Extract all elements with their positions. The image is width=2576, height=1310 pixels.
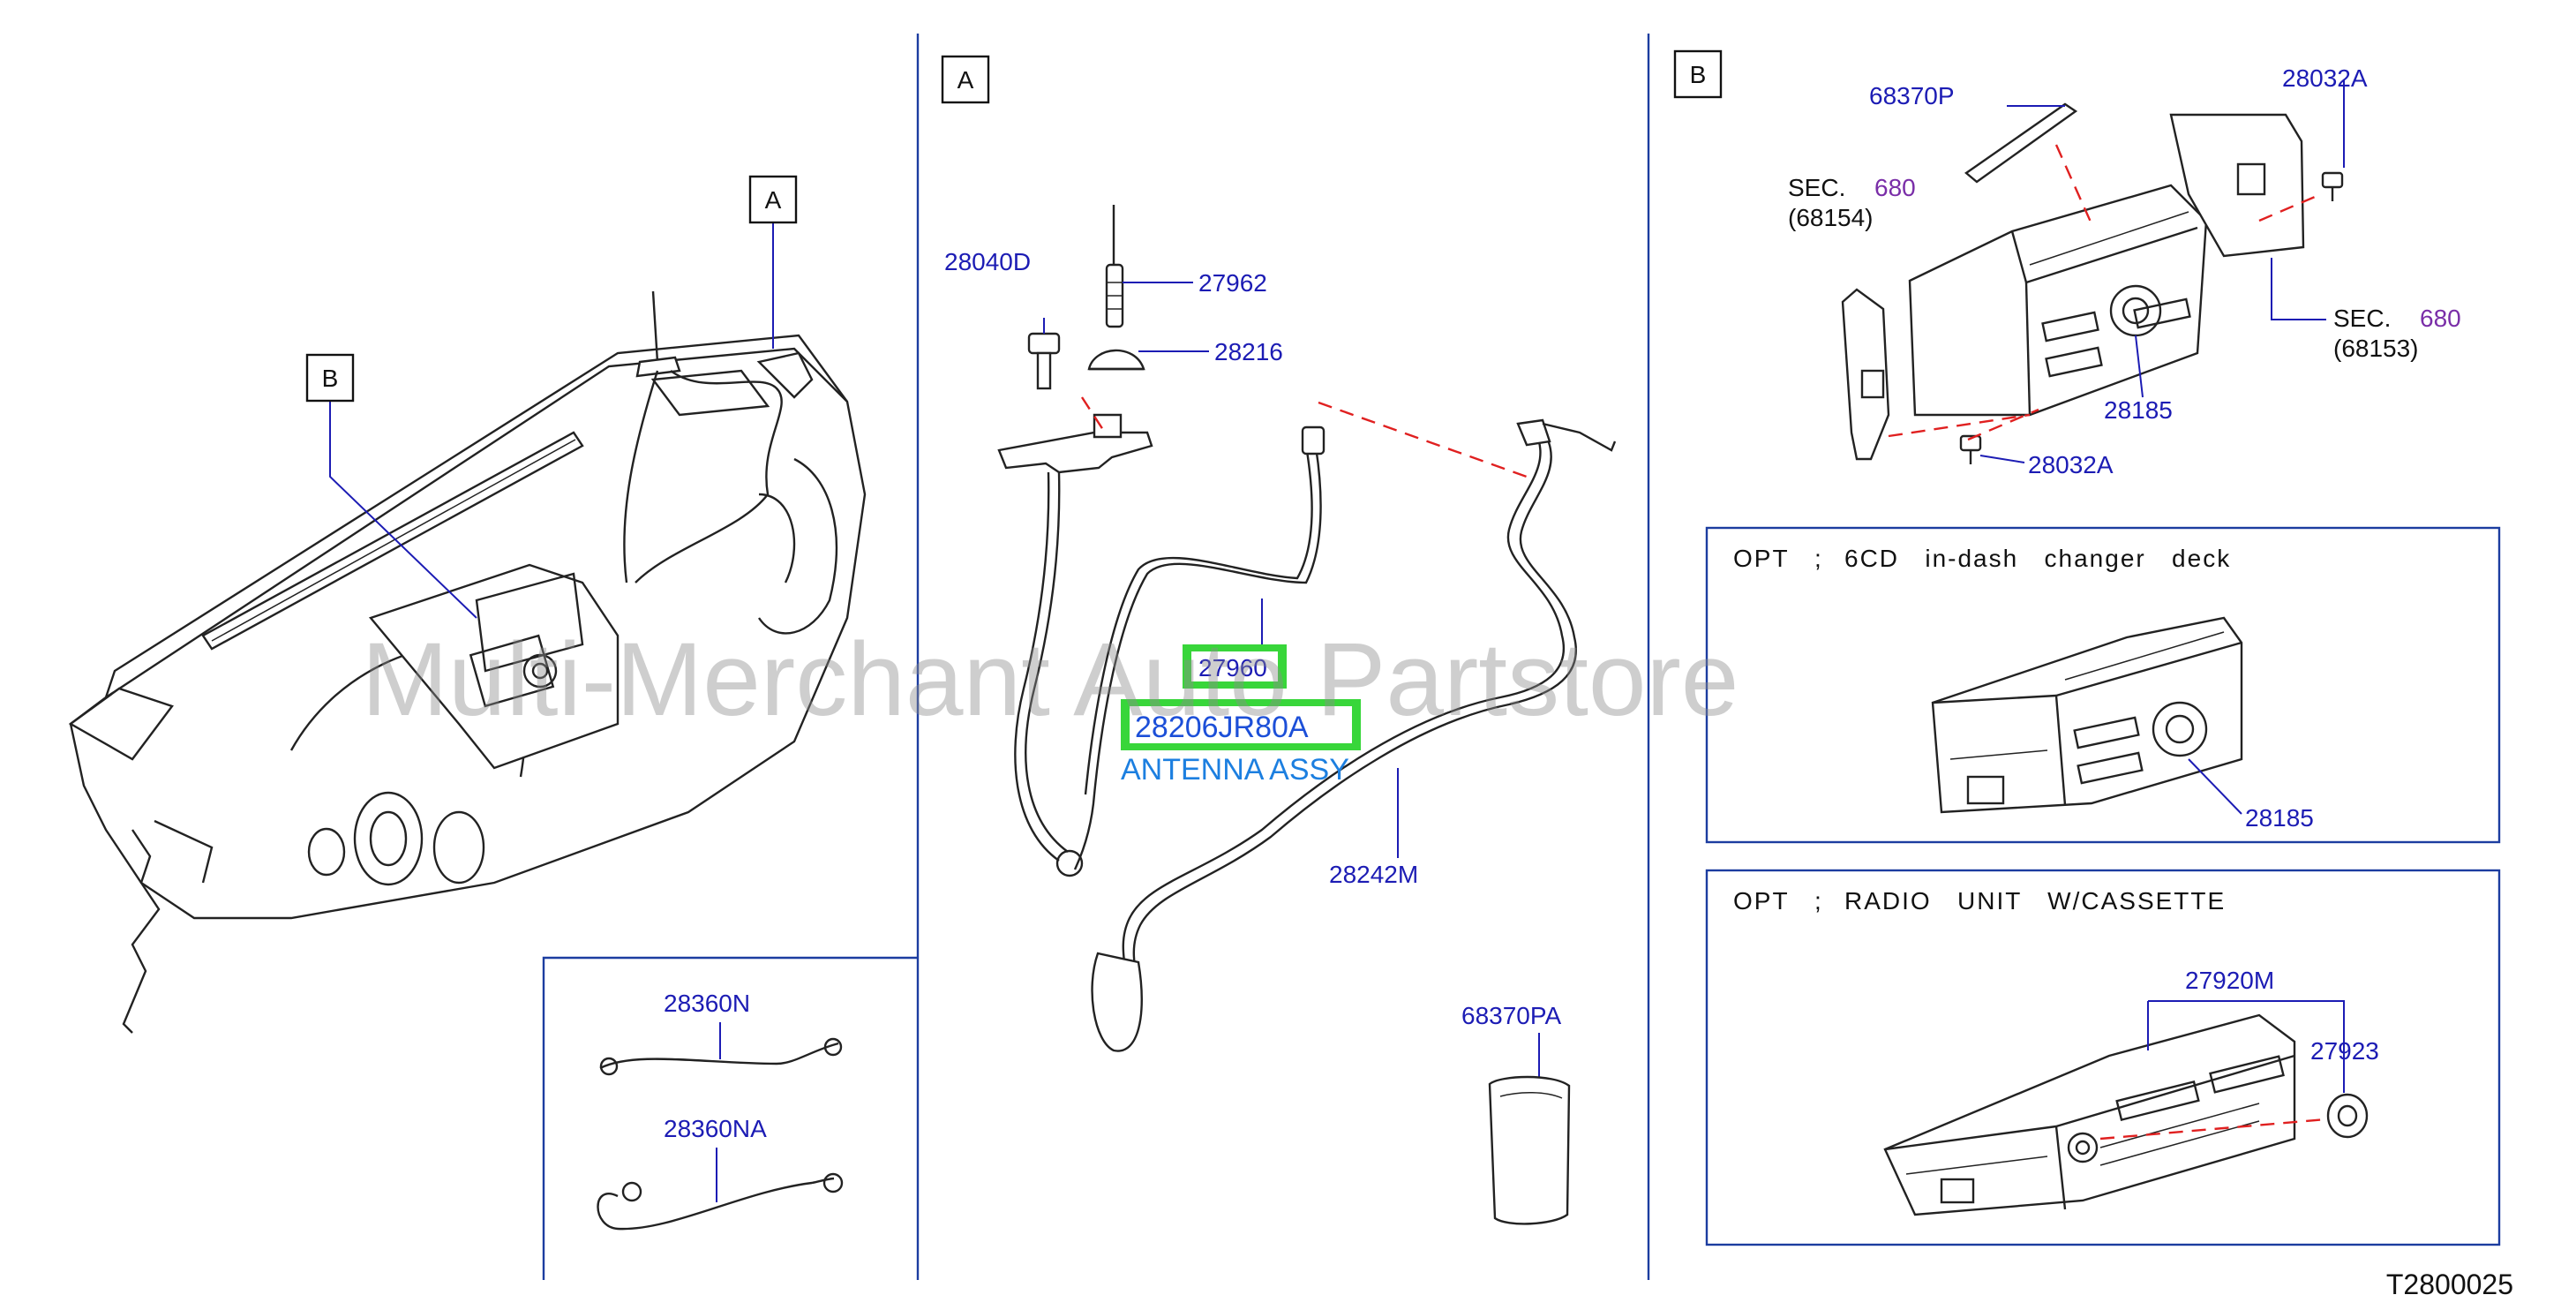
- callout-27960-highlight: 27960: [1183, 644, 1287, 689]
- opt-radio-text: RADIO UNIT W/CASSETTE: [1844, 887, 2226, 915]
- callout-68370P: 68370P: [1869, 82, 1955, 109]
- opt-box-changer: [1705, 526, 2501, 844]
- antenna-assembly: [997, 205, 1617, 1077]
- opt-box-radio: [1705, 869, 2501, 1246]
- callout-28185-changer: 28185: [2245, 804, 2314, 832]
- callout-28206JR80A: 28206JR80A: [1135, 711, 1309, 744]
- tag-a-middle: A: [941, 55, 990, 104]
- opt-changer-text: 6CD in-dash changer deck: [1844, 545, 2231, 572]
- tag-b-left-text: B: [322, 365, 339, 392]
- panel-dividers: [542, 34, 1650, 1280]
- callout-28032A-bottom: 28032A: [2028, 451, 2114, 478]
- callout-27920M: 27920M: [2185, 967, 2274, 994]
- sec-ref-right-sub: (68153): [2333, 335, 2419, 362]
- watermark: Multi-Merchant Auto Partstore: [362, 621, 1739, 738]
- callout-27923: 27923: [2310, 1037, 2379, 1065]
- sec-ref-right-num: 680: [2420, 305, 2461, 332]
- audio-unit-assembly: [1841, 79, 2345, 464]
- tag-a-left: A: [748, 175, 798, 224]
- opt-changer-label: OPT: [1733, 545, 1790, 572]
- sec-ref-left-num: 680: [1874, 174, 1916, 201]
- cd-changer-unit: [1931, 616, 2243, 815]
- sec-ref-right-label: SEC.: [2333, 305, 2391, 332]
- diagram-code: T2800025: [2386, 1269, 2513, 1300]
- callout-28040D: 28040D: [944, 248, 1031, 275]
- ground-straps: [597, 1022, 844, 1231]
- callout-28360NA: 28360NA: [664, 1115, 767, 1142]
- callout-28032A-top: 28032A: [2282, 64, 2368, 92]
- callout-28360N: 28360N: [664, 990, 750, 1017]
- opt-changer-sep: ;: [1814, 545, 1823, 572]
- callout-68370PA: 68370PA: [1461, 1002, 1561, 1029]
- callout-28185-top: 28185: [2104, 396, 2173, 424]
- tag-b-right: B: [1673, 49, 1723, 99]
- callout-27960: 27960: [1198, 654, 1267, 681]
- callout-28206JR80A-highlight: 28206JR80A: [1121, 699, 1361, 750]
- mirror-pad: [1488, 1075, 1571, 1225]
- opt-radio-sep: ;: [1814, 887, 1823, 915]
- tag-a-middle-text: A: [958, 66, 974, 94]
- opt-radio-label: OPT: [1733, 887, 1790, 915]
- tag-b-right-text: B: [1690, 61, 1707, 88]
- tag-a-left-text: A: [765, 186, 782, 214]
- dashboard-overview: [68, 222, 867, 1034]
- tag-b-left: B: [305, 353, 355, 403]
- sec-ref-left-sub: (68154): [1788, 204, 1874, 231]
- sec-ref-left-label: SEC.: [1788, 174, 1845, 201]
- callout-28216: 28216: [1214, 338, 1283, 365]
- radio-cassette-unit: [1883, 1000, 2369, 1216]
- callout-28242M: 28242M: [1329, 861, 1418, 888]
- antenna-assy-label: ANTENNA ASSY: [1121, 753, 1349, 787]
- callout-27962: 27962: [1198, 269, 1267, 297]
